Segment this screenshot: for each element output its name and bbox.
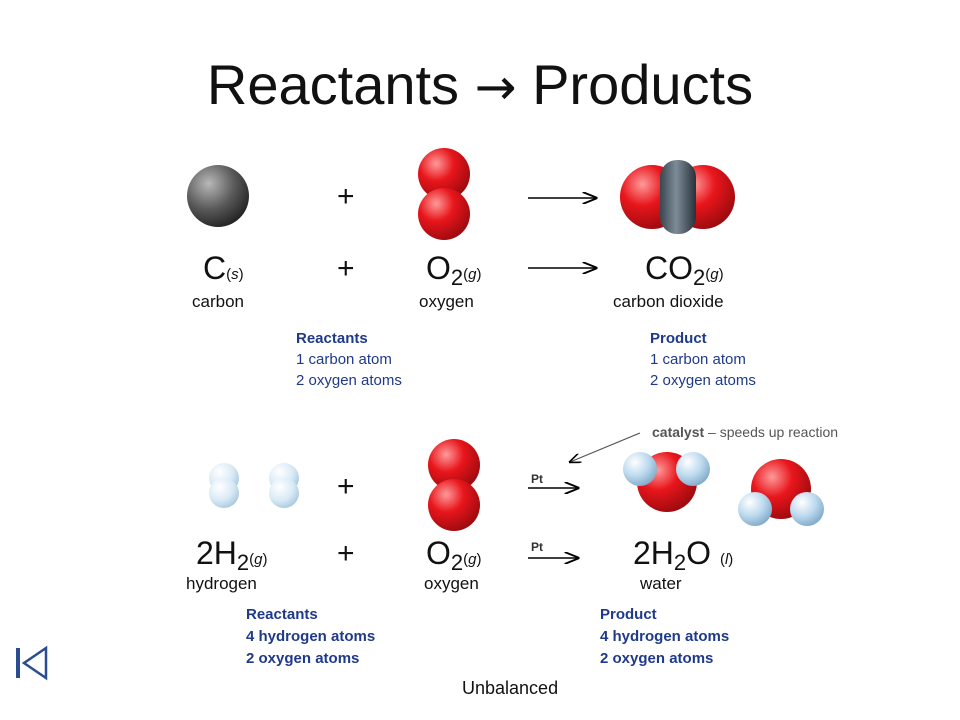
- title-reactants: Reactants: [206, 53, 460, 116]
- name-hydrogen: hydrogen: [186, 574, 257, 593]
- plus-sign-molecules-2: +: [337, 470, 355, 503]
- page-title: Reactants → Products: [0, 52, 960, 117]
- water-molecule-2: [738, 459, 824, 526]
- name-carbon-dioxide: carbon dioxide: [613, 292, 724, 311]
- formula-carbon: C(s): [203, 250, 244, 286]
- name-water: water: [640, 574, 682, 593]
- name-oxygen-2: oxygen: [424, 574, 479, 593]
- title-arrow-icon: →: [474, 58, 517, 116]
- formula-hydrogen: 2H2(g): [196, 535, 268, 575]
- formula-oxygen-2: O2(g): [426, 535, 482, 575]
- name-carbon: carbon: [192, 292, 244, 311]
- oxygen-molecule-1: [418, 148, 470, 240]
- catalyst-label-2: Pt: [531, 540, 543, 554]
- formula-oxygen-1: O2(g): [426, 250, 482, 290]
- title-products: Products: [532, 53, 754, 116]
- oxygen-molecule-2: [428, 439, 480, 531]
- skip-back-icon[interactable]: [16, 645, 48, 681]
- hydrogen-molecule-1: [209, 463, 239, 508]
- water-molecule-1: [623, 452, 710, 512]
- carbon-dioxide-molecule: [620, 160, 735, 234]
- catalyst-label-1: Pt: [531, 472, 543, 486]
- formula-carbon-dioxide: CO2(g): [645, 250, 724, 290]
- formula-water: 2H2O (l): [633, 535, 734, 575]
- plus-sign-formula-2: +: [337, 537, 355, 570]
- product-count-1: Product 1 carbon atom 2 oxygen atoms: [650, 330, 756, 389]
- carbon-atom: [187, 165, 249, 227]
- hydrogen-molecule-2: [269, 463, 299, 508]
- footer-unbalanced: Unbalanced: [462, 678, 559, 698]
- plus-sign-molecules-1: +: [337, 180, 355, 213]
- reactants-count-1: Reactants 1 carbon atom 2 oxygen atoms: [296, 330, 402, 389]
- catalyst-note: catalyst – speeds up reaction: [652, 424, 839, 440]
- name-oxygen-1: oxygen: [419, 292, 474, 311]
- reactants-count-2: Reactants 4 hydrogen atoms 2 oxygen atom…: [246, 606, 376, 667]
- plus-sign-formula-1: +: [337, 252, 355, 285]
- catalyst-pointer-arrow: [570, 432, 641, 462]
- product-count-2: Product 4 hydrogen atoms 2 oxygen atoms: [600, 606, 730, 667]
